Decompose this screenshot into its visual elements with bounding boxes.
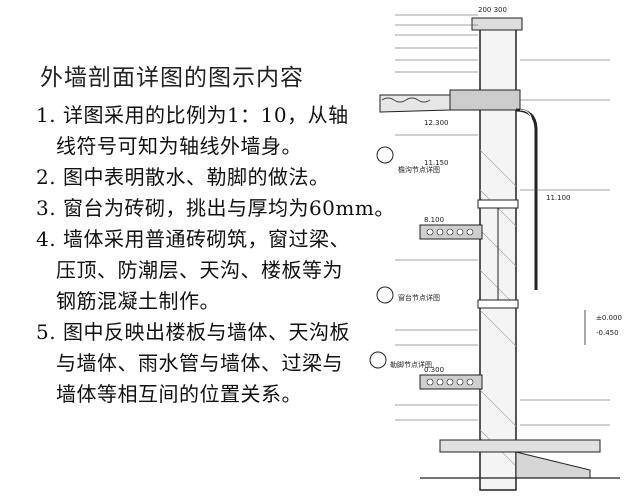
text-line: 墙体等相互间的位置关系。 xyxy=(56,382,302,406)
text-line: 5. 图中反映出楼板与墙体、天沟板 xyxy=(36,320,350,344)
text-line: 1. 详图采用的比例为1：10，从轴 xyxy=(36,103,349,127)
elevation-label: -0.450 xyxy=(596,329,619,337)
rain-pipe xyxy=(515,108,538,290)
parapet-coping xyxy=(471,17,523,31)
text-panel: 外墙剖面详图的图示内容 1. 详图采用的比例为1：10，从轴 线符号可知为轴线外… xyxy=(36,65,395,410)
ground-slab xyxy=(439,439,601,453)
gutter-slab xyxy=(449,89,521,111)
callout-circle-1 xyxy=(376,146,394,164)
window-sill xyxy=(477,299,519,309)
roof-slab xyxy=(379,94,451,113)
window-lintel xyxy=(477,199,519,209)
page-title: 外墙剖面详图的图示内容 xyxy=(40,65,304,91)
text-line: 与墙体、雨水管与墙体、过梁与 xyxy=(56,351,343,375)
elevation-label: ±0.000 xyxy=(596,314,622,322)
wall-hatching xyxy=(479,149,517,467)
elevation-label: 12.300 xyxy=(424,119,449,127)
detail-note: 勒脚节点详图 xyxy=(390,360,432,369)
leader-lines xyxy=(395,14,610,426)
elevation-label: 8.100 xyxy=(424,216,444,224)
elevation-label: 11.100 xyxy=(546,194,571,202)
callout-circle-2 xyxy=(376,286,394,304)
elevation-label: 0.300 xyxy=(424,366,444,374)
dimension-label: 200 300 xyxy=(478,6,507,14)
text-line: 2. 图中表明散水、勒脚的做法。 xyxy=(36,165,330,189)
apron xyxy=(515,451,591,479)
wall-section-drawing: 200 300 12.300 11.150 11.100 8.100 0.300… xyxy=(360,0,640,497)
detail-note: 檐沟节点详图 xyxy=(398,165,440,174)
section-drawing-svg: 200 300 12.300 11.150 11.100 8.100 0.300… xyxy=(369,6,622,491)
callout-circle-3 xyxy=(369,351,387,369)
roof-insulation xyxy=(381,97,431,103)
elevation-label: 11.150 xyxy=(424,159,449,167)
description-list: 1. 详图采用的比例为1：10，从轴 线符号可知为轴线外墙身。 2. 图中表明散… xyxy=(36,100,395,410)
text-line: 线符号可知为轴线外墙身。 xyxy=(56,134,302,158)
text-line: 3. 窗台为砖砌，挑出与厚均为60mm。 xyxy=(36,196,395,220)
text-line: 4. 墙体采用普通砖砌筑，窗过梁、 xyxy=(36,227,350,251)
text-line: 压顶、防潮层、天沟、楼板等为 xyxy=(56,258,343,282)
text-line: 钢筋混凝土制作。 xyxy=(56,289,220,313)
detail-note: 窗台节点详图 xyxy=(398,293,440,302)
